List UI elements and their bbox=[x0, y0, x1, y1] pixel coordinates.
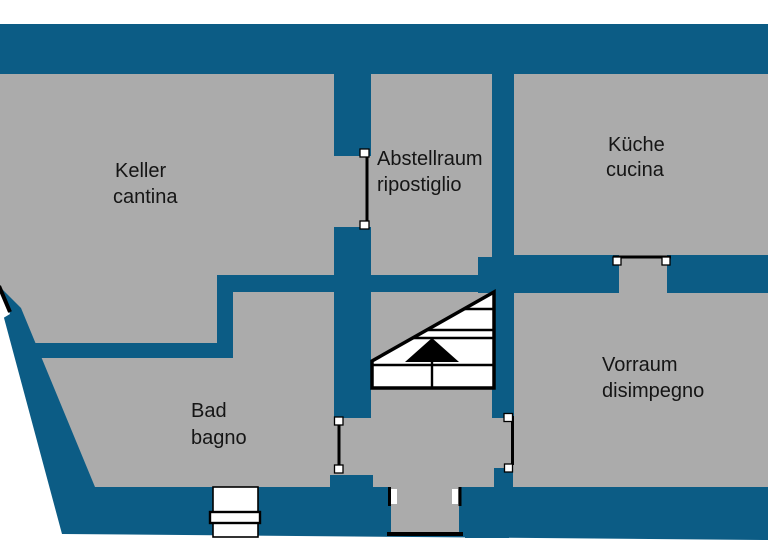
door-jamb bbox=[503, 412, 514, 423]
label-abstellraum-it: ripostiglio bbox=[377, 174, 461, 196]
label-bad-it: bagno bbox=[191, 427, 247, 449]
label-keller-de: Keller bbox=[115, 160, 166, 182]
entrance-stoop bbox=[391, 487, 459, 534]
door-kueche-vorraum bbox=[612, 255, 671, 266]
door-jamb bbox=[452, 489, 458, 504]
window-sash bbox=[208, 510, 262, 525]
window-bad bbox=[208, 486, 262, 538]
door-keller-abstellraum bbox=[359, 148, 370, 230]
passage-keller-abstellraum bbox=[334, 156, 371, 227]
window-sash bbox=[0, 285, 12, 313]
wall-mid-band bbox=[217, 275, 514, 292]
stair-direction-arrow bbox=[405, 338, 459, 362]
wall-abstellraum-kueche bbox=[492, 74, 514, 293]
door-vestibule-vorraum bbox=[503, 412, 514, 473]
label-vorraum-it: disimpegno bbox=[602, 380, 704, 402]
label-abstellraum-de: Abstellraum bbox=[377, 148, 483, 170]
door-jamb bbox=[333, 416, 344, 426]
wall-vorraum-left-lower bbox=[494, 468, 513, 492]
door-jamb bbox=[333, 464, 344, 474]
wall-vorraum-left-upper bbox=[492, 293, 514, 418]
label-kueche-de: Küche bbox=[608, 134, 665, 156]
door-jamb bbox=[359, 148, 370, 158]
label-kueche-it: cucina bbox=[606, 159, 665, 181]
wall-keller-bad bbox=[30, 343, 233, 358]
entrance-doorway bbox=[387, 487, 463, 536]
label-keller-it: cantina bbox=[113, 186, 178, 208]
door-jamb bbox=[612, 256, 622, 266]
label-bad-de: Bad bbox=[191, 400, 227, 422]
wall-block-right-of-entrance bbox=[465, 492, 509, 538]
door-jamb bbox=[503, 463, 514, 473]
wall-block-left-of-entrance bbox=[330, 475, 373, 534]
wall-central-column bbox=[334, 227, 371, 418]
wall-jog bbox=[217, 275, 233, 358]
door-bad-vestibule bbox=[333, 416, 344, 474]
staircase bbox=[370, 288, 496, 390]
door-jamb bbox=[661, 256, 671, 266]
door-jamb bbox=[391, 489, 397, 504]
passage-kueche-vorraum bbox=[619, 255, 667, 293]
wall-keller-abstellraum-upper bbox=[334, 74, 371, 156]
label-vorraum-de: Vorraum bbox=[602, 354, 678, 376]
window-edge bbox=[0, 285, 12, 320]
door-jamb bbox=[359, 220, 370, 230]
